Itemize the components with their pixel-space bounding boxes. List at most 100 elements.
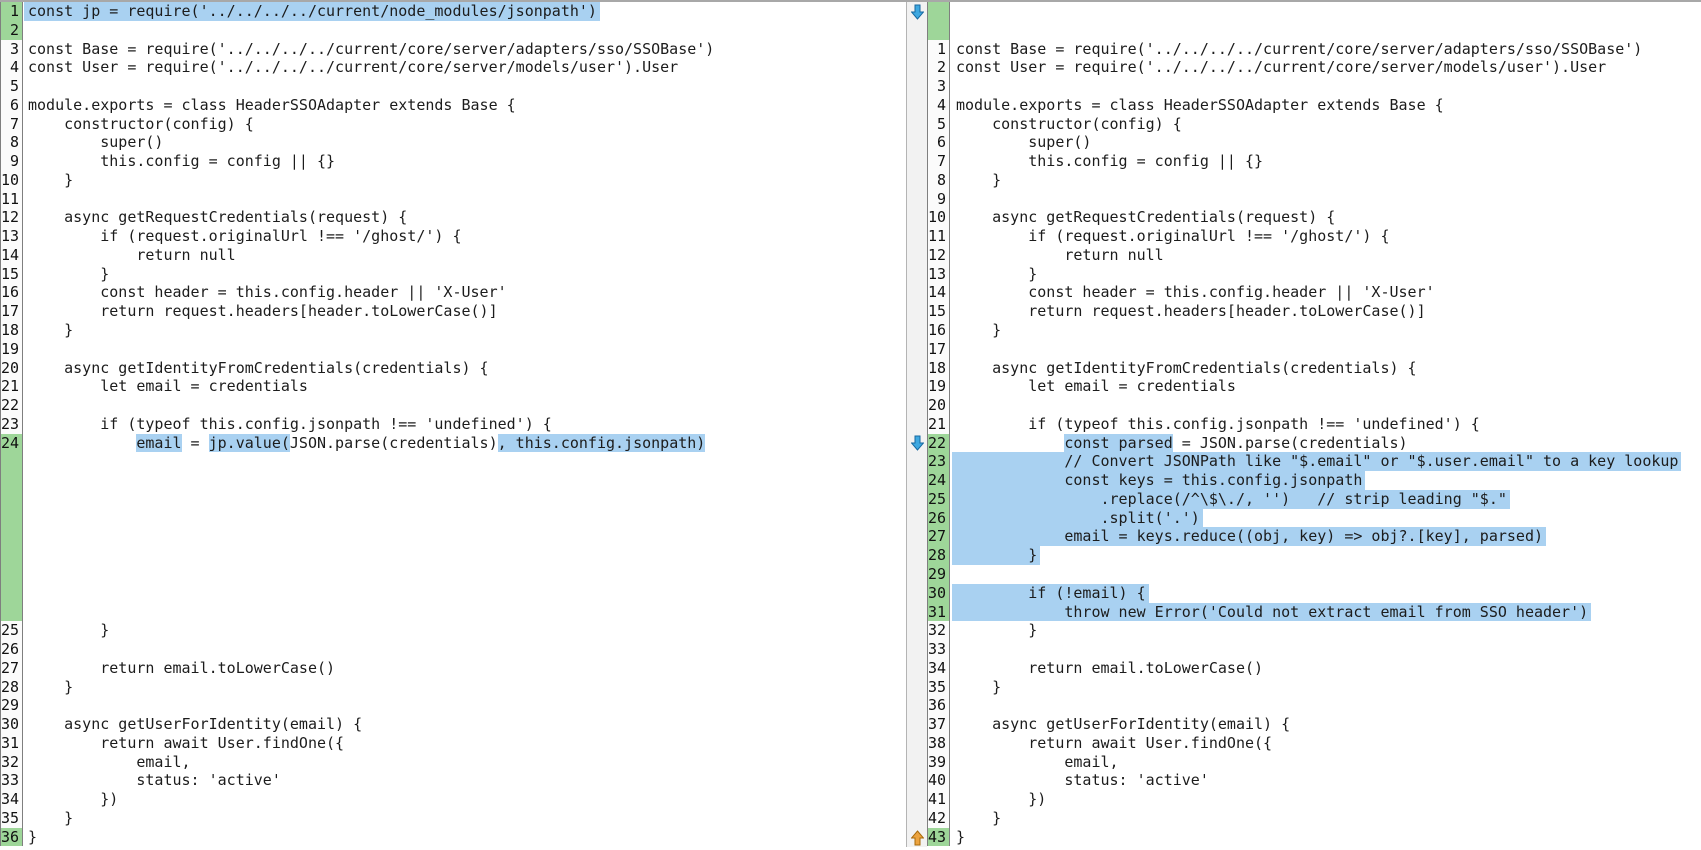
code-line[interactable]: constructor(config) { [28, 114, 254, 133]
code-line[interactable]: .replace(/^\$\./, '') // strip leading "… [956, 489, 1507, 509]
code-line[interactable] [23, 77, 906, 96]
code-line[interactable]: } [28, 264, 110, 283]
code-line[interactable]: async getUserForIdentity(email) { [28, 715, 363, 734]
code-line[interactable] [23, 527, 906, 546]
code-line[interactable]: } [956, 264, 1038, 283]
code-line[interactable]: const parsed = JSON.parse(credentials) [1064, 433, 1408, 453]
diff-row: 27 return email.toLowerCase() [0, 658, 906, 678]
code-line[interactable]: async getUserForIdentity(email) { [956, 715, 1291, 734]
code-line[interactable] [23, 190, 906, 209]
code-line[interactable] [23, 21, 906, 40]
code-line[interactable]: if (request.originalUrl !== '/ghost/') { [956, 227, 1390, 246]
code-line[interactable]: async getIdentityFromCredentials(credent… [956, 358, 1417, 377]
code-line[interactable] [950, 21, 1701, 40]
code-line[interactable]: return await User.findOne({ [956, 733, 1273, 752]
code-line[interactable]: return null [28, 245, 236, 264]
code-line[interactable]: constructor(config) { [956, 114, 1182, 133]
code-line[interactable]: }) [28, 790, 119, 809]
code-line[interactable] [23, 471, 906, 490]
code-line[interactable]: email, [956, 752, 1119, 771]
code-line[interactable] [23, 546, 906, 565]
code-line[interactable]: this.config = config || {} [956, 152, 1264, 171]
diff-row: 38 return await User.findOne({ [927, 733, 1701, 753]
code-line[interactable]: const User = require('../../../../curren… [956, 58, 1607, 77]
diff-nav-down-arrow-icon[interactable] [910, 435, 925, 452]
diff-nav-up-arrow-icon[interactable] [910, 830, 925, 846]
code-line[interactable] [950, 696, 1701, 715]
code-line[interactable]: } [956, 170, 1002, 189]
code-line[interactable]: module.exports = class HeaderSSOAdapter … [956, 95, 1444, 114]
code-line[interactable]: async getRequestCredentials(request) { [956, 208, 1336, 227]
line-number: 6 [927, 133, 950, 153]
code-line[interactable]: } [956, 677, 1002, 696]
code-line[interactable]: throw new Error('Could not extract email… [956, 602, 1589, 622]
code-line[interactable]: } [956, 808, 1002, 827]
code-line[interactable]: return await User.findOne({ [28, 733, 345, 752]
code-line[interactable]: } [28, 808, 74, 827]
code-line[interactable] [950, 77, 1701, 96]
code-line[interactable] [23, 696, 906, 715]
code-line[interactable]: module.exports = class HeaderSSOAdapter … [28, 95, 516, 114]
diff-nav-down-arrow-icon[interactable] [910, 4, 925, 20]
code-line[interactable]: } [956, 621, 1038, 640]
code-line[interactable]: email, [28, 752, 191, 771]
code-line[interactable]: if (!email) { [956, 583, 1146, 603]
code-line[interactable]: if (typeof this.config.jsonpath !== 'und… [28, 414, 552, 433]
code-line[interactable]: return request.headers[header.toLowerCas… [28, 302, 498, 321]
code-line[interactable]: } [28, 321, 74, 340]
code-line[interactable] [23, 565, 906, 584]
code-line[interactable]: this.config = config || {} [28, 152, 336, 171]
code-line[interactable]: const keys = this.config.jsonpath [956, 471, 1363, 490]
code-line[interactable] [23, 490, 906, 509]
code-line[interactable]: const User = require('../../../../curren… [28, 58, 679, 77]
code-line[interactable]: status: 'active' [28, 771, 281, 790]
code-line[interactable]: } [28, 827, 38, 846]
line-number: 27 [927, 527, 950, 547]
code-line[interactable]: async getIdentityFromCredentials(credent… [28, 358, 489, 377]
code-line[interactable]: return null [956, 245, 1164, 264]
code-line[interactable]: async getRequestCredentials(request) { [28, 208, 408, 227]
code-line[interactable]: } [28, 677, 74, 696]
code-line[interactable]: } [956, 827, 966, 846]
code-line[interactable]: email = jp.value(JSON.parse(credentials)… [136, 433, 706, 453]
code-line[interactable]: // Convert JSONPath like "$.email" or "$… [956, 452, 1679, 472]
code-line[interactable]: } [956, 546, 1038, 565]
code-line[interactable]: const jp = require('../../../../current/… [28, 2, 597, 21]
code-line[interactable] [23, 603, 906, 622]
code-line[interactable]: .split('.') [956, 508, 1200, 528]
code-line[interactable]: return email.toLowerCase() [956, 658, 1264, 677]
code-line[interactable]: const Base = require('../../../../curren… [956, 39, 1643, 58]
code-line[interactable]: let email = credentials [28, 377, 308, 396]
code-line[interactable]: if (request.originalUrl !== '/ghost/') { [28, 227, 462, 246]
code-line[interactable]: return email.toLowerCase() [28, 658, 336, 677]
code-line[interactable]: status: 'active' [956, 771, 1209, 790]
code-line[interactable] [950, 2, 1701, 21]
code-line[interactable] [950, 565, 1701, 584]
code-line[interactable]: email = keys.reduce((obj, key) => obj?.[… [956, 527, 1543, 547]
code-line[interactable]: let email = credentials [956, 377, 1236, 396]
line-number: 36 [0, 827, 23, 847]
code-line[interactable]: } [956, 321, 1002, 340]
code-line[interactable] [23, 396, 906, 415]
code-line[interactable] [23, 509, 906, 528]
code-line[interactable]: } [28, 170, 74, 189]
code-line[interactable]: const header = this.config.header || 'X-… [28, 283, 507, 302]
code-line[interactable] [950, 190, 1701, 209]
code-line[interactable]: super() [28, 133, 164, 152]
code-line[interactable] [23, 640, 906, 659]
line-number: 8 [0, 133, 23, 153]
code-line[interactable]: const Base = require('../../../../curren… [28, 39, 715, 58]
code-line[interactable]: super() [956, 133, 1092, 152]
code-line[interactable]: } [28, 621, 110, 640]
code-line[interactable] [23, 452, 906, 471]
code-line[interactable]: if (typeof this.config.jsonpath !== 'und… [956, 414, 1480, 433]
diff-row: 6 super() [927, 133, 1701, 153]
code-line[interactable]: }) [956, 790, 1047, 809]
code-line[interactable] [23, 340, 906, 359]
code-line[interactable] [950, 640, 1701, 659]
code-line[interactable] [950, 396, 1701, 415]
code-line[interactable] [23, 584, 906, 603]
code-line[interactable]: return request.headers[header.toLowerCas… [956, 302, 1426, 321]
code-line[interactable]: const header = this.config.header || 'X-… [956, 283, 1435, 302]
code-line[interactable] [950, 340, 1701, 359]
